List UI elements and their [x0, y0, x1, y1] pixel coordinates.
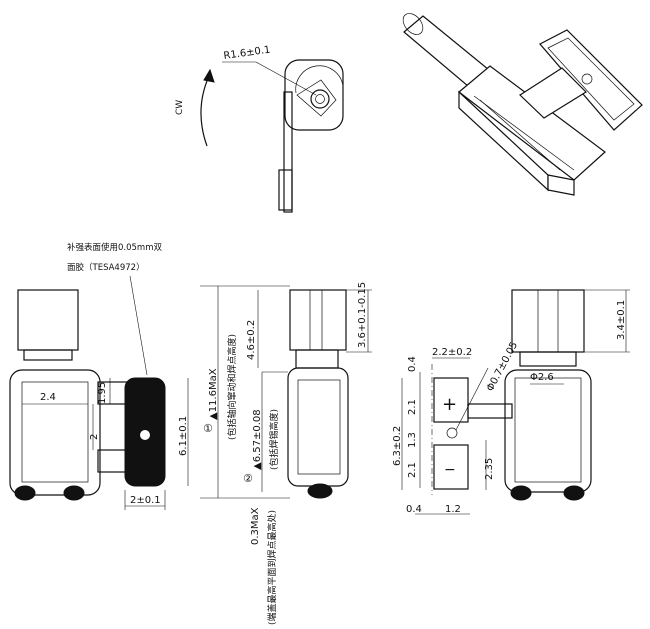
dim-4-6: 4.6±0.2 — [246, 320, 257, 360]
iso-connector — [519, 67, 587, 119]
side-frame — [287, 367, 349, 487]
dim-1-95: 1.95 — [97, 382, 108, 404]
end-view: R1.6±0.1 CW — [175, 45, 344, 213]
front-motor-can — [17, 289, 79, 351]
pad-minus-sign: − — [444, 462, 456, 478]
dim-6-57: ▲6.57±0.08 — [252, 409, 263, 470]
dim-11-6-note: (包括轴向窜动和焊点高度) — [226, 334, 238, 440]
dim-0-4-bot: 0.4 — [406, 504, 422, 515]
end-view-flex-tab — [283, 91, 293, 213]
dim-0-3-note: (端盖最高平面到焊点最高处) — [266, 510, 278, 625]
shaft-outer — [310, 89, 330, 109]
pad-view: + − Φ2.6 3.4±0.1 2.2±0.2 Φ0.7±0.05 0.4 2… — [392, 289, 630, 515]
end-view-outline — [284, 59, 344, 131]
side-motor-neck — [295, 349, 339, 369]
circle-2: ② — [243, 472, 253, 485]
pad-plus-sign: + — [442, 394, 457, 415]
iso-frame-back — [458, 65, 606, 181]
pad-bridge — [467, 403, 513, 419]
eccentric-weight — [296, 79, 337, 117]
cw-arrow — [200, 75, 210, 147]
iso-flex-board — [539, 29, 643, 131]
front-foot-right — [63, 485, 85, 501]
dim-2-4: 2.4 — [40, 392, 56, 403]
side-motor-can — [289, 289, 347, 351]
dim-6-3: 6.3±0.2 — [392, 426, 403, 466]
dim-6-1: 6.1±0.1 — [178, 416, 189, 456]
circle-1: ① — [203, 422, 213, 435]
dim-1-2: 1.2 — [445, 504, 461, 515]
pad-motor-neck — [519, 351, 577, 367]
note-line-1: 补强表面使用0.05mm双 — [67, 242, 162, 253]
side-foot — [307, 483, 333, 499]
shaft-inner — [315, 94, 325, 104]
dim-0-4-top: 0.4 — [407, 356, 418, 372]
dim-6-57-note: (包括焊锡高度) — [268, 409, 280, 470]
pad-frame — [504, 369, 592, 493]
note-leader — [129, 275, 148, 376]
dim-2-w: 2±0.1 — [130, 495, 161, 506]
end-view-solder-pad — [278, 169, 293, 211]
dim-3-4: 3.4±0.1 — [616, 300, 627, 340]
front-foot-left — [14, 485, 36, 501]
cw-label: CW — [175, 100, 185, 115]
radius-leader — [255, 61, 317, 96]
dim-1-3: 1.3 — [407, 432, 418, 448]
radius-label: R1.6±0.1 — [223, 45, 271, 62]
dim-2-35: 2.35 — [484, 458, 495, 480]
dim-2: 2 — [89, 434, 100, 440]
pad-hole — [446, 427, 458, 439]
dim-2-1-b: 2.1 — [407, 462, 418, 478]
dim-2-1-a: 2.1 — [407, 399, 418, 415]
front-motor-neck — [23, 349, 73, 361]
pad-foot-right — [563, 485, 585, 501]
front-frame-outline — [9, 369, 101, 496]
dim-11-6: ▲11.6MaX — [208, 368, 219, 420]
dim-2-2: 2.2±0.2 — [432, 347, 472, 358]
dim-dia-2-6: Φ2.6 — [530, 372, 554, 383]
side-view: ▲11.6MaX (包括轴向窜动和焊点高度) ① 4.6±0.2 ▲6.57±0… — [200, 282, 372, 625]
pad-plus-box — [433, 377, 469, 423]
dim-3-6: 3.6+0.1-0.15 — [357, 282, 368, 348]
psa-hole — [140, 430, 150, 440]
iso-can-end — [402, 13, 424, 35]
dim-0-3: 0.3MaX — [250, 507, 261, 545]
pad-foot-left — [510, 485, 532, 501]
front-view: 补强表面使用0.05mm双 面胶（TESA4972） 2.4 1.95 2 6.… — [9, 242, 189, 510]
note-line-2: 面胶（TESA4972） — [67, 262, 145, 273]
cw-arrowhead — [203, 68, 215, 83]
pad-motor-can — [511, 289, 585, 353]
isometric-view — [402, 13, 643, 196]
iso-board-hole — [581, 73, 593, 85]
front-tab-lower — [97, 449, 129, 473]
eccentric-weight-outline — [295, 65, 344, 94]
pad-minus-box — [433, 444, 469, 490]
